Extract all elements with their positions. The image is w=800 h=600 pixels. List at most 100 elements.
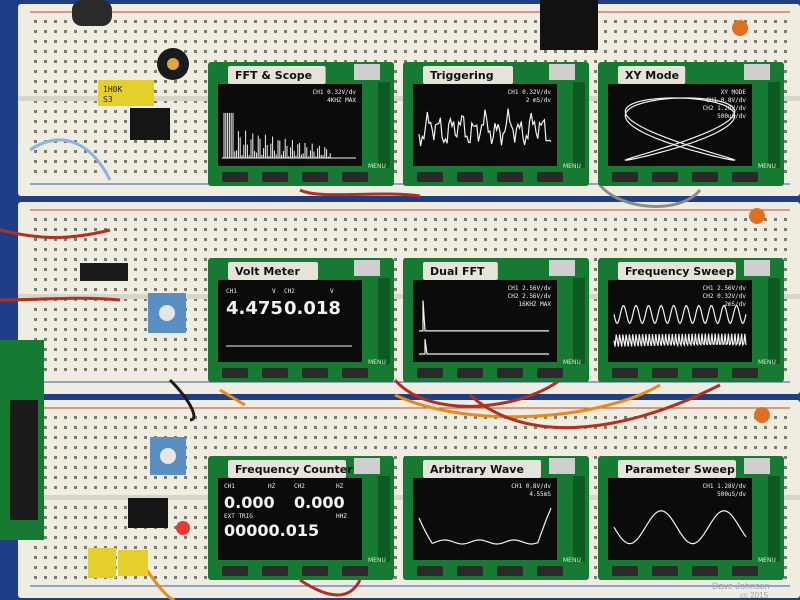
hole — [184, 150, 187, 153]
hole — [74, 436, 77, 439]
hole — [134, 170, 137, 173]
hole — [504, 50, 507, 53]
hole — [474, 248, 477, 251]
hole — [604, 446, 607, 449]
hole — [774, 436, 777, 439]
hole — [644, 20, 647, 23]
hole — [154, 358, 157, 361]
hole — [144, 160, 147, 163]
hole — [394, 536, 397, 539]
hole — [564, 436, 567, 439]
hole — [94, 456, 97, 459]
hole — [294, 248, 297, 251]
hole — [74, 556, 77, 559]
capacitor-label: S3 — [103, 95, 113, 104]
hole — [84, 416, 87, 419]
hole — [74, 368, 77, 371]
hole — [644, 446, 647, 449]
hole — [134, 368, 137, 371]
hole — [114, 426, 117, 429]
hole — [504, 218, 507, 221]
hole — [94, 120, 97, 123]
hole — [484, 426, 487, 429]
hole — [704, 238, 707, 241]
hole — [474, 238, 477, 241]
hole — [84, 228, 87, 231]
hole — [154, 258, 157, 261]
hole — [394, 416, 397, 419]
module-title: Frequency Counter — [235, 463, 353, 476]
hole — [74, 278, 77, 281]
hole — [54, 238, 57, 241]
hole — [354, 436, 357, 439]
hole — [784, 308, 787, 311]
hole — [334, 416, 337, 419]
hole — [404, 446, 407, 449]
hole — [164, 358, 167, 361]
hole — [74, 466, 77, 469]
hole — [84, 486, 87, 489]
hole — [284, 50, 287, 53]
hole — [654, 416, 657, 419]
hole — [564, 248, 567, 251]
hole — [774, 248, 777, 251]
hole — [74, 348, 77, 351]
hole — [764, 228, 767, 231]
hole — [624, 426, 627, 429]
hole — [524, 436, 527, 439]
hole — [634, 248, 637, 251]
hole — [214, 238, 217, 241]
hole — [594, 268, 597, 271]
hole — [84, 358, 87, 361]
hole — [114, 368, 117, 371]
hole — [614, 228, 617, 231]
hole — [54, 100, 57, 103]
hole — [234, 416, 237, 419]
hole — [414, 426, 417, 429]
hole — [164, 288, 167, 291]
hole — [554, 228, 557, 231]
hole — [184, 416, 187, 419]
hole — [44, 160, 47, 163]
hole — [694, 218, 697, 221]
hole — [124, 318, 127, 321]
hole — [274, 416, 277, 419]
hole — [504, 426, 507, 429]
hole — [324, 50, 327, 53]
pin-header — [80, 263, 128, 281]
hole — [34, 30, 37, 33]
module-title-label — [618, 262, 736, 280]
hole — [734, 416, 737, 419]
hole — [44, 456, 47, 459]
hole — [44, 546, 47, 549]
hole — [164, 536, 167, 539]
hole — [454, 248, 457, 251]
hole — [64, 100, 67, 103]
hole — [674, 228, 677, 231]
hole — [184, 516, 187, 519]
hole — [184, 90, 187, 93]
hole — [194, 466, 197, 469]
hole — [734, 218, 737, 221]
hole — [254, 40, 257, 43]
hole — [664, 248, 667, 251]
hole — [304, 238, 307, 241]
hole — [604, 50, 607, 53]
hole — [584, 50, 587, 53]
yellow-capacitor — [98, 80, 154, 106]
hole — [144, 30, 147, 33]
hole — [184, 218, 187, 221]
hole — [34, 338, 37, 341]
hole — [574, 228, 577, 231]
hole — [394, 516, 397, 519]
hole — [44, 288, 47, 291]
hole — [274, 426, 277, 429]
hole — [134, 328, 137, 331]
hole — [164, 566, 167, 569]
hole — [184, 228, 187, 231]
hole — [644, 238, 647, 241]
hole — [104, 358, 107, 361]
hole — [464, 20, 467, 23]
hole — [514, 30, 517, 33]
